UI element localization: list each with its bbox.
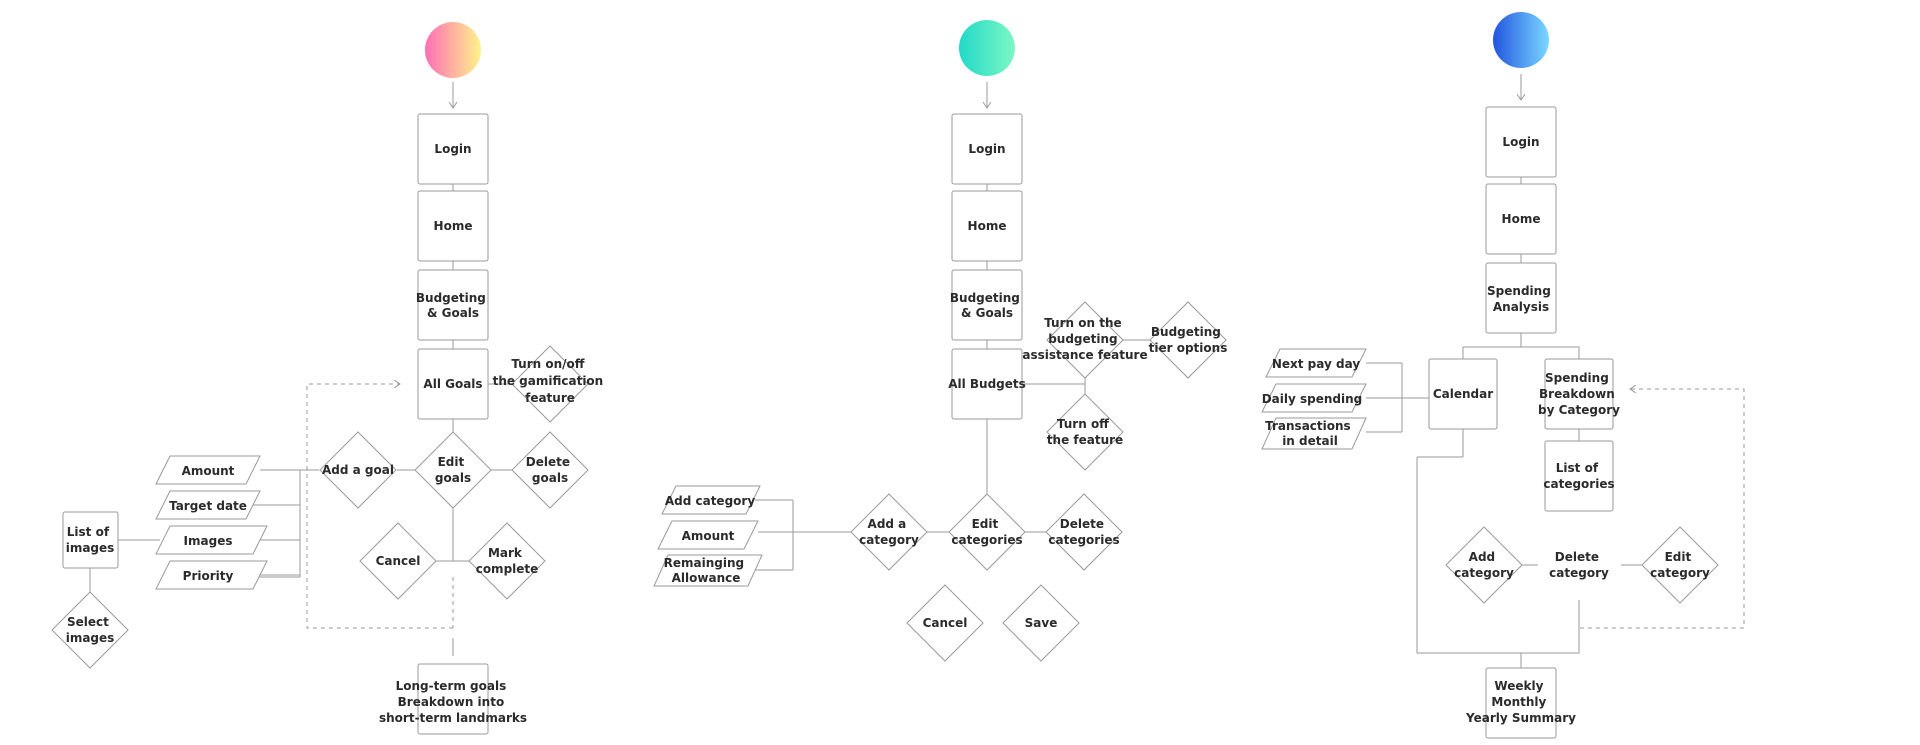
svg-text:Turn on/off the gamifica: Turn on/off the gamification feature: [493, 357, 608, 405]
svg-text:Transactions in detail: Transactions in detail: [1265, 419, 1355, 448]
flow1-select-images[interactable]: Select images: [51, 591, 129, 669]
svg-text:Add a category: Add a category: [859, 517, 919, 547]
flow1-images-field[interactable]: Images: [155, 525, 268, 555]
flow2-home[interactable]: Home: [951, 190, 1023, 262]
flow3-summary[interactable]: Weekly Monthly Yearly Summary: [1465, 667, 1576, 739]
flow2-remaining-allowance-field[interactable]: Remainging Allowance: [653, 554, 763, 587]
svg-text:Home: Home: [434, 219, 473, 233]
svg-text:Target date: Target date: [169, 499, 247, 513]
flow3-spending-analysis[interactable]: Spending Analysis: [1485, 262, 1557, 334]
svg-text:Images: Images: [184, 534, 233, 548]
flow1-edit-goals[interactable]: Edit goals: [414, 431, 492, 509]
svg-text:Turn off the feature: Turn off the feature: [1047, 417, 1123, 447]
flow3-login[interactable]: Login: [1485, 106, 1557, 178]
flow2-budgeting-goals[interactable]: Budgeting & Goals: [950, 269, 1024, 341]
flow2-add-a-category[interactable]: Add a category: [850, 493, 928, 571]
flow1-budgeting-goals[interactable]: Budgeting & Goals: [416, 269, 490, 341]
flow3-daily-spending-field[interactable]: Daily spending: [1261, 383, 1367, 413]
svg-text:Turn on the budgeting: Turn on the budgeting assistance feature: [1022, 316, 1147, 362]
svg-text:List of categories: List of categories: [1543, 461, 1614, 491]
flow1-start-node: [425, 22, 481, 78]
flow3-start-node: [1493, 12, 1549, 68]
svg-text:All Budgets: All Budgets: [948, 377, 1026, 391]
svg-text:Add category: Add category: [665, 494, 755, 508]
flow1-list-of-images[interactable]: List of images: [62, 511, 119, 569]
svg-text:Amount: Amount: [682, 529, 735, 543]
svg-text:Home: Home: [1502, 212, 1541, 226]
svg-text:Delete goals: Delete goals: [526, 455, 574, 485]
flow1-mark-complete[interactable]: Mark complete: [468, 522, 546, 600]
flow1-cancel[interactable]: Cancel: [359, 522, 437, 600]
svg-text:Spending Breakdown: Spending Breakdown by Category: [1538, 371, 1620, 417]
svg-text:Save: Save: [1025, 616, 1058, 630]
flow1-add-goal[interactable]: Add a goal: [319, 431, 397, 509]
flow2-turn-off-feature[interactable]: Turn off the feature: [1046, 393, 1124, 471]
svg-text:Home: Home: [968, 219, 1007, 233]
flow2-amount-field[interactable]: Amount: [657, 520, 759, 550]
svg-text:Amount: Amount: [182, 464, 235, 478]
flow2-all-budgets[interactable]: All Budgets: [948, 348, 1026, 420]
svg-text:Login: Login: [1502, 135, 1539, 149]
svg-text:Budgeting & Goals: Budgeting & Goals: [950, 291, 1024, 320]
svg-text:Budgeting tier options: Budgeting tier options: [1149, 325, 1228, 355]
svg-text:Cancel: Cancel: [376, 554, 421, 568]
flow1-amount-field[interactable]: Amount: [155, 455, 261, 485]
flow1-gamification-toggle[interactable]: Turn on/off the gamification feature: [493, 345, 608, 423]
svg-text:Spending Analysis: Spending Analysis: [1487, 284, 1555, 314]
svg-text:Priority: Priority: [183, 569, 234, 583]
svg-text:Login: Login: [968, 142, 1005, 156]
svg-text:Remainging Allowance: Remainging Allowance: [664, 556, 749, 585]
flow2-tier-options[interactable]: Budgeting tier options: [1149, 301, 1228, 379]
flow2-login[interactable]: Login: [951, 113, 1023, 185]
flow1-priority-field[interactable]: Priority: [155, 560, 268, 590]
svg-text:Select images: Select images: [66, 615, 115, 645]
svg-text:Cancel: Cancel: [923, 616, 968, 630]
flow3-home[interactable]: Home: [1485, 183, 1557, 255]
flow1-target-date-field[interactable]: Target date: [155, 490, 261, 520]
svg-text:Delete category: Delete category: [1549, 550, 1609, 580]
flow1-connectors: [89, 82, 512, 656]
svg-text:Edit categories: Edit categories: [951, 517, 1022, 547]
flow3-calendar[interactable]: Calendar: [1428, 358, 1498, 430]
flow2-start-node: [959, 20, 1015, 76]
svg-text:Add category: Add category: [1454, 550, 1514, 580]
svg-text:Long-term goals Breakdow: Long-term goals Breakdown into short-ter…: [379, 679, 527, 725]
svg-text:Login: Login: [434, 142, 471, 156]
flow1-login[interactable]: Login: [417, 113, 489, 185]
svg-text:Mark complete: Mark complete: [476, 546, 539, 576]
svg-text:List of images: List of images: [66, 525, 115, 555]
flow2-delete-categories[interactable]: Delete categories: [1045, 493, 1123, 571]
svg-text:Budgeting & Goals: Budgeting & Goals: [416, 291, 490, 320]
svg-text:Delete categories: Delete categories: [1048, 517, 1119, 547]
flow3-next-pay-day-field[interactable]: Next pay day: [1265, 348, 1367, 378]
svg-text:Calendar: Calendar: [1433, 387, 1493, 401]
svg-text:Edit category: Edit category: [1650, 550, 1710, 580]
flow2-cancel[interactable]: Cancel: [906, 584, 984, 662]
flow1-all-goals[interactable]: All Goals: [417, 348, 489, 420]
flow2-turn-on-assistance[interactable]: Turn on the budgeting assistance feature: [1022, 301, 1148, 379]
flow1-home[interactable]: Home: [417, 190, 489, 262]
flow3-connectors: [1366, 74, 1745, 668]
svg-text:Daily spending: Daily spending: [1262, 392, 1363, 406]
flow2-add-category-field[interactable]: Add category: [661, 485, 761, 515]
flow1-delete-goals[interactable]: Delete goals: [511, 431, 589, 509]
flow1-long-term-goals[interactable]: Long-term goals Breakdown into short-ter…: [379, 663, 527, 735]
flow3-add-category[interactable]: Add category: [1445, 526, 1523, 604]
flow3-edit-category[interactable]: Edit category: [1641, 526, 1719, 604]
svg-text:Weekly Monthly Yea: Weekly Monthly Yearly Summary: [1465, 679, 1576, 725]
svg-text:Next pay day: Next pay day: [1272, 357, 1360, 371]
svg-text:All Goals: All Goals: [423, 377, 482, 391]
svg-text:Edit goals: Edit goals: [435, 455, 471, 485]
flow3-list-of-categories[interactable]: List of categories: [1543, 440, 1615, 512]
flow2-edit-categories[interactable]: Edit categories: [948, 493, 1026, 571]
flow3-transactions-field[interactable]: Transactions in detail: [1261, 417, 1367, 450]
svg-text:Add a goal: Add a goal: [322, 463, 394, 477]
flow2-save[interactable]: Save: [1002, 584, 1080, 662]
flow3-delete-category[interactable]: Delete category: [1549, 550, 1609, 580]
flow3-spending-breakdown[interactable]: Spending Breakdown by Category: [1538, 358, 1620, 430]
